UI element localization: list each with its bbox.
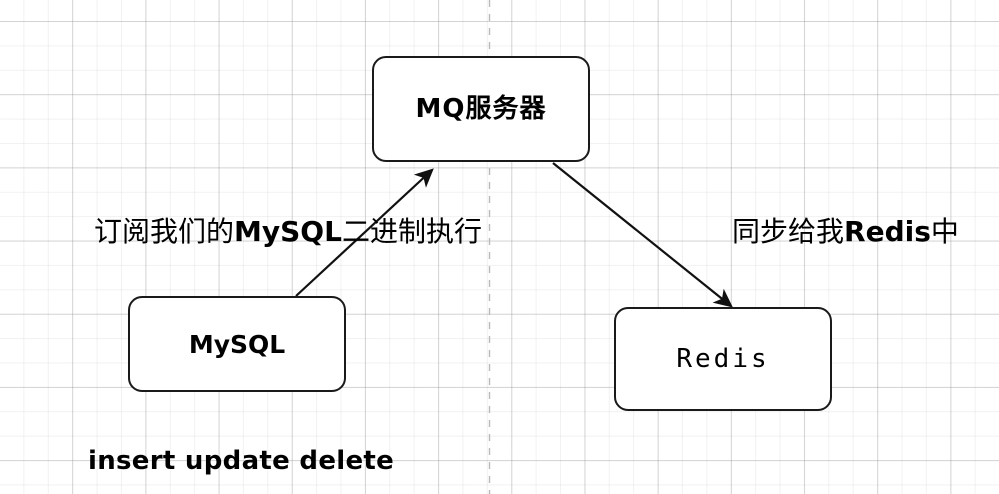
- edge-label-mysql-to-mq-part-1: 订阅我们的: [94, 215, 235, 248]
- node-mq-server-label: MQ服务器: [415, 94, 547, 124]
- edge-label-mysql-to-mq-part-3: 二进制执行: [341, 215, 482, 248]
- node-mysql[interactable]: MySQL: [128, 296, 346, 392]
- node-mq-server[interactable]: MQ服务器: [372, 56, 590, 162]
- edge-label-mq-to-redis: 同步给我Redis中: [732, 218, 959, 246]
- edge-mq-to-redis: [552, 162, 733, 308]
- edge-label-mysql-to-mq: 订阅我们的MySQL二进制执行: [94, 218, 482, 246]
- node-mysql-label: MySQL: [188, 329, 286, 359]
- edge-label-mq-to-redis-part-3: 中: [930, 215, 959, 248]
- edge-label-mysql-to-mq-part-2: MySQL: [234, 215, 342, 248]
- node-redis[interactable]: Redis: [614, 307, 832, 411]
- node-redis-label: Redis: [676, 344, 770, 374]
- edge-label-mq-to-redis-part-2: Redis: [844, 215, 931, 248]
- annotation-dml-operations: insert update delete: [88, 446, 395, 476]
- edge-label-mq-to-redis-part-1: 同步给我: [732, 215, 845, 248]
